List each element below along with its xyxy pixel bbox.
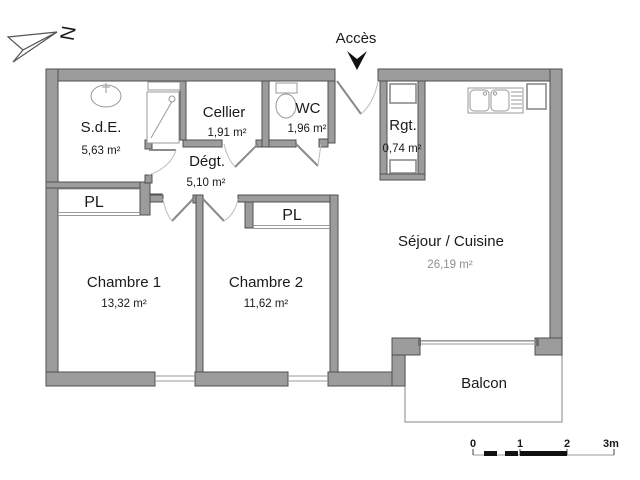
room-area-chambre2: 11,62 m²	[244, 298, 289, 310]
door-chambre2	[202, 198, 239, 222]
duct-box	[526, 83, 547, 110]
room-label-balcon: Balcon	[461, 375, 507, 392]
shower	[146, 81, 181, 144]
door-cellier	[223, 143, 259, 168]
closet-label-pl2: PL	[282, 207, 302, 224]
closet-front-pl2	[253, 225, 330, 229]
toilet	[275, 82, 298, 119]
room-label-rgt: Rgt.	[389, 117, 417, 134]
scale-bar: 0 1 2 3m	[470, 438, 619, 456]
room-area-cellier: 1,91 m²	[208, 127, 247, 139]
window-chambre1	[155, 375, 195, 382]
storage-shelves-rgt	[389, 83, 417, 174]
door-entrance	[336, 80, 379, 115]
kitchen-sink	[467, 87, 524, 114]
door-chambre1	[162, 198, 194, 222]
closet-front-pl1	[58, 188, 140, 216]
room-label-chambre2: Chambre 2	[229, 274, 303, 291]
north-letter: N	[55, 24, 79, 42]
room-area-sde: 5,63 m²	[82, 145, 121, 157]
room-area-wc: 1,96 m²	[288, 123, 327, 135]
room-area-degt: 5,10 m²	[187, 177, 226, 189]
washbasin	[90, 83, 122, 108]
room-area-rgt: 0,74 m²	[383, 143, 422, 155]
exterior-walls	[45, 68, 563, 387]
room-label-sde: S.d.E.	[81, 119, 122, 136]
room-area-chambre1: 13,32 m²	[101, 298, 147, 310]
room-label-cellier: Cellier	[203, 104, 246, 121]
room-label-degt: Dégt.	[189, 153, 225, 170]
closet-label-pl1: PL	[84, 194, 104, 211]
interior-walls	[45, 80, 426, 373]
scale-label-0: 0	[470, 438, 476, 450]
north-arrow: N	[6, 24, 79, 63]
room-label-chambre1: Chambre 1	[87, 274, 161, 291]
access-label: Accès	[336, 30, 377, 47]
bay-window-sejour	[418, 338, 539, 346]
room-label-wc: WC	[296, 100, 321, 117]
access-arrow-icon	[347, 51, 367, 70]
scale-label-3m: 3m	[603, 438, 619, 450]
window-chambre2	[288, 375, 328, 382]
door-sde	[148, 149, 177, 176]
scale-label-2: 2	[564, 438, 570, 450]
room-label-sejour: Séjour / Cuisine	[398, 233, 504, 250]
room-area-sejour: 26,19 m²	[427, 259, 473, 271]
door-wc	[295, 143, 322, 167]
scale-label-1: 1	[517, 438, 523, 450]
